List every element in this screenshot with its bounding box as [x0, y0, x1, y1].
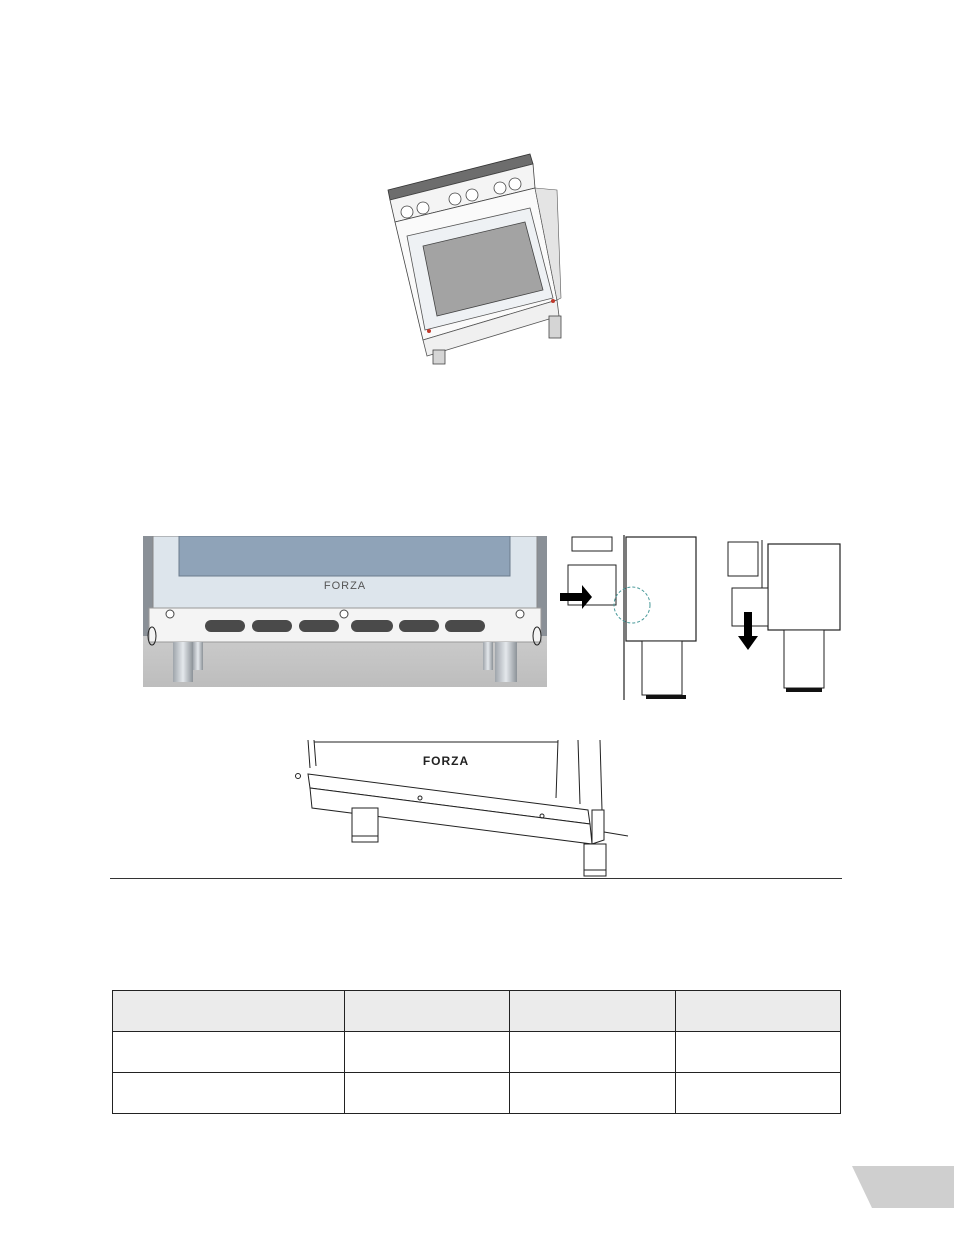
figure-detail-lower — [722, 540, 842, 695]
arrow-right-icon — [560, 585, 592, 609]
figure-base-assembly: FORZA — [288, 740, 633, 878]
table-header-cell — [674, 990, 842, 1032]
figure-detail-push — [560, 535, 700, 700]
figure-front-base: FORZA — [143, 536, 547, 687]
spec-table — [112, 990, 842, 1114]
table-cell — [509, 1031, 676, 1073]
table-row — [112, 1072, 842, 1114]
table-header-cell — [343, 990, 511, 1032]
range-oven-icon — [387, 153, 562, 365]
table-cell — [509, 1072, 676, 1114]
oven-base-icon: FORZA — [143, 536, 547, 687]
table-cell — [112, 1072, 345, 1114]
table-header-row — [112, 990, 842, 1032]
kick-plate-assembly-icon: FORZA — [295, 740, 629, 877]
table-header-cell — [112, 990, 345, 1032]
brand-label-assembly: FORZA — [423, 754, 469, 768]
table-cell — [343, 1072, 511, 1114]
table-header-cell — [509, 990, 676, 1032]
brand-label: FORZA — [324, 580, 366, 592]
figure-oven-range — [385, 150, 575, 365]
page-number-tab — [852, 1166, 954, 1208]
table-cell — [343, 1031, 511, 1073]
detail-lower-icon — [727, 540, 841, 692]
table-cell — [674, 1031, 842, 1073]
section-divider — [110, 878, 842, 879]
arrow-down-icon — [738, 612, 758, 650]
table-cell — [112, 1031, 345, 1073]
table-cell — [674, 1072, 842, 1114]
detail-push-icon — [560, 535, 697, 700]
table-row — [112, 1031, 842, 1073]
